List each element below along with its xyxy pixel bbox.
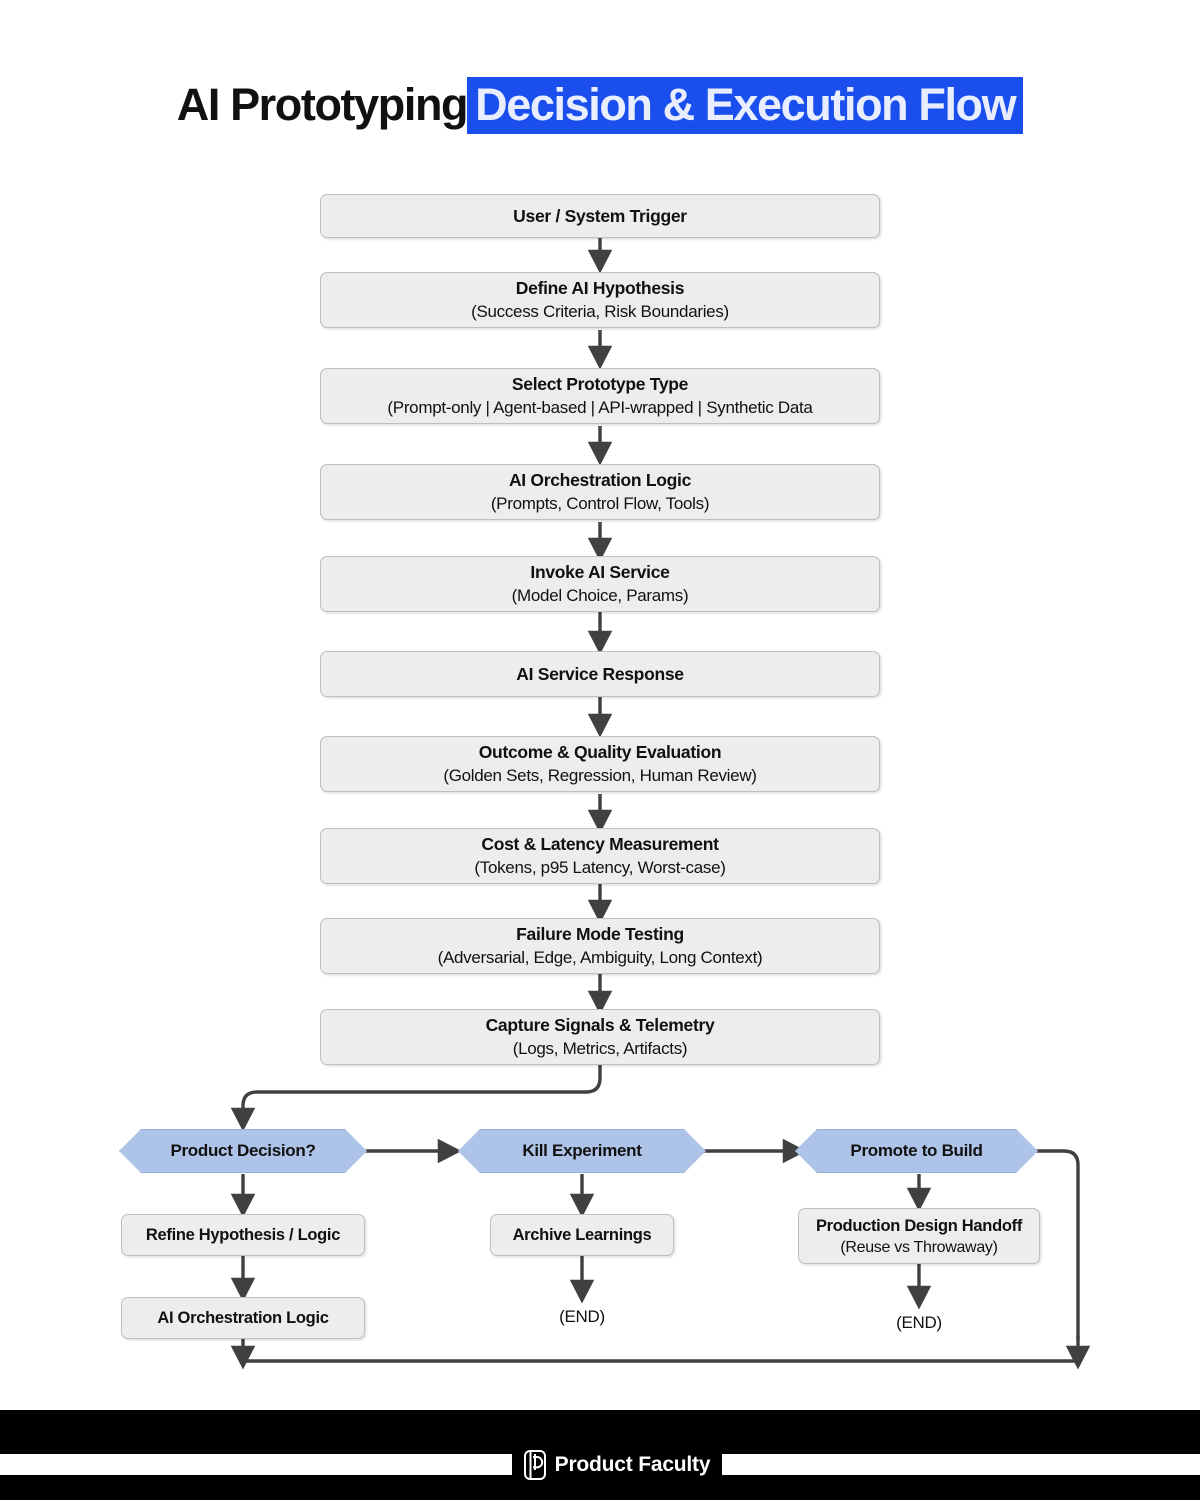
node-subtitle: (Model Choice, Params) — [511, 586, 689, 605]
node-subtitle: (Golden Sets, Regression, Human Review) — [443, 766, 757, 785]
decision-kill-experiment[interactable]: Kill Experiment — [458, 1129, 706, 1173]
node-invoke-ai-service[interactable]: Invoke AI Service (Model Choice, Params) — [320, 556, 880, 612]
node-production-design-handoff[interactable]: Production Design Handoff (Reuse vs Thro… — [798, 1208, 1040, 1264]
node-title: Cost & Latency Measurement — [481, 834, 719, 854]
node-subtitle: (Logs, Metrics, Artifacts) — [512, 1039, 688, 1058]
node-define-ai-hypothesis[interactable]: Define AI Hypothesis (Success Criteria, … — [320, 272, 880, 328]
decision-product-decision[interactable]: Product Decision? — [119, 1129, 367, 1173]
node-subtitle: (Prompts, Control Flow, Tools) — [490, 494, 710, 513]
decision-label: Promote to Build — [850, 1141, 983, 1160]
terminator-end-promote: (END) — [896, 1313, 942, 1332]
arrow-capture-to-product-decision — [230, 1065, 602, 1132]
node-title: User / System Trigger — [513, 205, 687, 226]
node-outcome-quality-evaluation[interactable]: Outcome & Quality Evaluation (Golden Set… — [320, 736, 880, 792]
decision-promote-to-build[interactable]: Promote to Build — [795, 1129, 1038, 1173]
node-title: Refine Hypothesis / Logic — [145, 1226, 341, 1244]
node-capture-signals-telemetry[interactable]: Capture Signals & Telemetry (Logs, Metri… — [320, 1009, 880, 1065]
node-subtitle: (Success Criteria, Risk Boundaries) — [471, 302, 729, 321]
node-failure-mode-testing[interactable]: Failure Mode Testing (Adversarial, Edge,… — [320, 918, 880, 974]
node-title: Invoke AI Service — [530, 562, 670, 582]
node-subtitle: (Prompt-only | Agent-based | API-wrapped… — [387, 398, 813, 417]
node-title: Archive Learnings — [512, 1226, 652, 1244]
footer-rule-right — [722, 1454, 1200, 1475]
terminator-end-kill: (END) — [559, 1307, 605, 1326]
node-select-prototype-type[interactable]: Select Prototype Type (Prompt-only | Age… — [320, 368, 880, 424]
decision-label: Product Decision? — [170, 1141, 316, 1160]
node-title: Define AI Hypothesis — [515, 278, 685, 298]
footer-brand-name: Product Faculty — [554, 1453, 711, 1476]
node-ai-service-response[interactable]: AI Service Response — [320, 651, 880, 697]
node-archive-learnings[interactable]: Archive Learnings — [490, 1214, 674, 1256]
node-subtitle: (Reuse vs Throwaway) — [840, 1238, 998, 1256]
page-title-highlight: Decision & Execution Flow — [467, 77, 1024, 134]
node-user-system-trigger[interactable]: User / System Trigger — [320, 194, 880, 238]
node-title: AI Service Response — [516, 663, 684, 684]
line-promote-right-down — [1034, 1149, 1080, 1340]
footer-rule-left — [0, 1454, 512, 1475]
node-cost-latency-measurement[interactable]: Cost & Latency Measurement (Tokens, p95 … — [320, 828, 880, 884]
node-title: Capture Signals & Telemetry — [485, 1015, 715, 1035]
product-faculty-p-logo-icon — [523, 1450, 546, 1480]
node-subtitle: (Adversarial, Edge, Ambiguity, Long Cont… — [437, 948, 763, 967]
footer-brand: Product Faculty — [512, 1446, 722, 1484]
node-title: AI Orchestration Logic — [157, 1309, 329, 1327]
footer-bar: Product Faculty — [0, 1410, 1200, 1500]
node-title: Select Prototype Type — [511, 374, 689, 394]
node-title: Failure Mode Testing — [516, 924, 684, 944]
decision-label: Kill Experiment — [522, 1141, 642, 1160]
flowchart: User / System Trigger Define AI Hypothes… — [0, 194, 1091, 1370]
node-title: Outcome & Quality Evaluation — [478, 742, 722, 762]
node-title: AI Orchestration Logic — [508, 470, 692, 490]
node-loopback-ai-orchestration-logic[interactable]: AI Orchestration Logic — [121, 1297, 365, 1339]
node-ai-orchestration-logic[interactable]: AI Orchestration Logic (Prompts, Control… — [320, 464, 880, 520]
page-title-plain: AI Prototyping — [176, 79, 469, 130]
node-refine-hypothesis-logic[interactable]: Refine Hypothesis / Logic — [121, 1214, 365, 1256]
node-subtitle: (Tokens, p95 Latency, Worst-case) — [474, 858, 726, 877]
node-title: Production Design Handoff — [815, 1216, 1023, 1235]
